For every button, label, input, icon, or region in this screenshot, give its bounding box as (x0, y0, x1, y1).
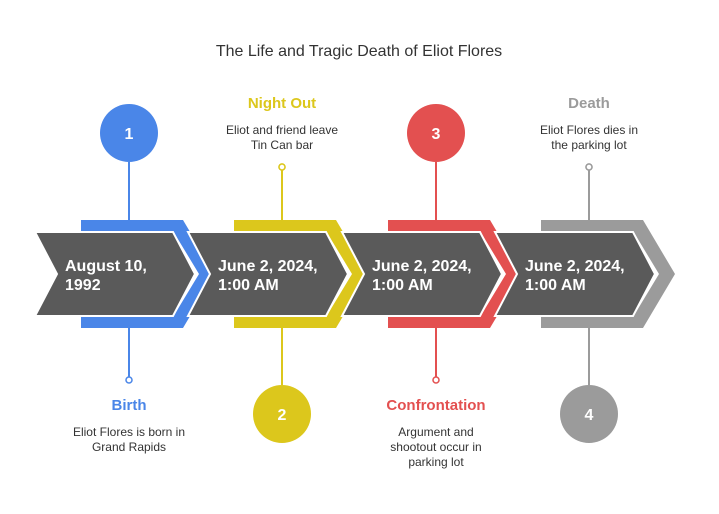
event-3-color-band (388, 220, 522, 328)
event-1-desc-line-2: Grand Rapids (92, 440, 166, 454)
event-3-date-line-1: June 2, 2024, (372, 258, 472, 275)
event-1-number: 1 (125, 126, 134, 143)
event-1-arrow (33, 231, 197, 317)
event-3-number: 3 (432, 126, 441, 143)
timeline-event-3: 3 June 2, 2024, 1:00 AM Confrontation Ar… (340, 104, 522, 469)
event-4-desc-line-2: the parking lot (551, 138, 627, 152)
event-2-title: Night Out (248, 95, 316, 112)
event-3-number-badge (407, 104, 465, 162)
diagram-title: The Life and Tragic Death of Eliot Flore… (216, 43, 502, 60)
event-4-color-band (541, 220, 675, 328)
timeline-event-4: 4 June 2, 2024, 1:00 AM Death Eliot Flor… (493, 95, 675, 443)
timeline-event-1: 1 August 10, 1992 Birth Eliot Flores is … (33, 104, 215, 454)
event-3-stem-dot (432, 376, 440, 384)
event-3-desc-line-3: parking lot (408, 455, 464, 469)
event-4-title: Death (568, 95, 610, 112)
event-3-title: Confrontation (386, 397, 485, 414)
event-4-stem-dot (585, 163, 593, 171)
event-2-stem-dot (278, 163, 286, 171)
event-1-number-badge (100, 104, 158, 162)
event-4-date-line-2: 1:00 AM (525, 277, 586, 294)
event-1-color-band (81, 220, 215, 328)
event-2-number: 2 (278, 407, 287, 424)
event-2-date-line-1: June 2, 2024, (218, 258, 318, 275)
timeline-event-2: 2 June 2, 2024, 1:00 AM Night Out Eliot … (186, 95, 368, 443)
event-3-date-line-2: 1:00 AM (372, 277, 433, 294)
event-3-desc-line-1: Argument and (398, 425, 473, 439)
event-1-stem-dot (125, 376, 133, 384)
event-4-desc-line-1: Eliot Flores dies in (540, 123, 638, 137)
event-4-date-line-1: June 2, 2024, (525, 258, 625, 275)
event-1-desc-line-1: Eliot Flores is born in (73, 425, 185, 439)
event-4-number-badge (560, 385, 618, 443)
event-2-date-line-2: 1:00 AM (218, 277, 279, 294)
event-3-arrow (340, 231, 504, 317)
event-2-desc-line-2: Tin Can bar (251, 138, 313, 152)
event-2-desc-line-1: Eliot and friend leave (226, 123, 338, 137)
event-2-number-badge (253, 385, 311, 443)
event-4-number: 4 (585, 407, 594, 424)
event-3-desc-line-2: shootout occur in (390, 440, 481, 454)
event-2-arrow (186, 231, 350, 317)
event-2-color-band (234, 220, 368, 328)
event-1-date-line-2: 1992 (65, 277, 101, 294)
event-4-arrow (493, 231, 657, 317)
event-1-date-line-1: August 10, (65, 258, 147, 275)
event-1-title: Birth (112, 397, 147, 414)
